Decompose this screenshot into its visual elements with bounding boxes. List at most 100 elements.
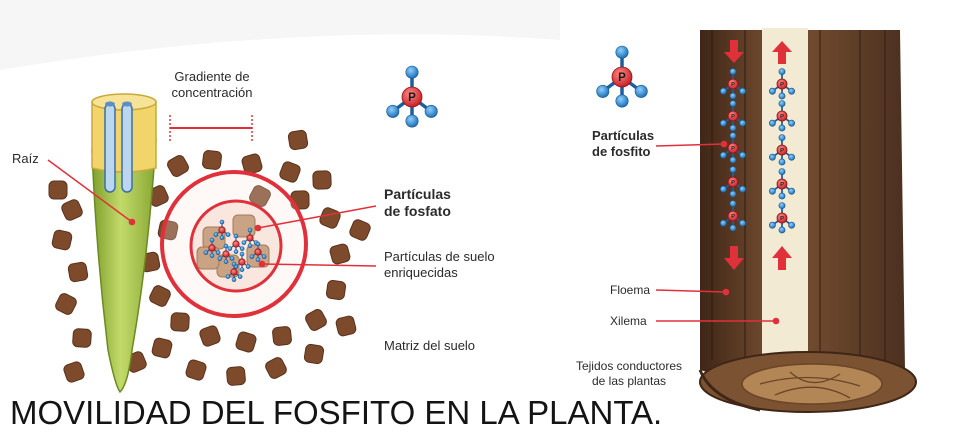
xylem-phosphite-molecule: P: [769, 134, 795, 166]
phosphite-molecules: P P P P P P P P P P P: [596, 45, 795, 234]
phosphate-molecule-small: [233, 251, 251, 272]
root-vessel-left: [104, 103, 116, 193]
soil-particle: [167, 155, 189, 177]
molecule-p-letter: P: [408, 92, 416, 104]
phosphite-label-line1: Partículas: [592, 128, 655, 143]
soil-particle: [151, 337, 173, 359]
phloem-phosphite-molecule: P: [720, 100, 746, 132]
enriched-callout-line: [258, 260, 377, 268]
soil-particle: [170, 312, 190, 332]
phosphite-molecule-large: P: [596, 45, 648, 108]
phloem-phosphite-molecule: P: [720, 132, 746, 164]
soil-particle: [287, 129, 309, 151]
phosphate-molecule-small: [203, 237, 221, 258]
soil-particle: [63, 361, 85, 383]
soil-particle: [202, 150, 222, 170]
phosphate-molecule-small: [249, 241, 267, 262]
soil-particle: [319, 207, 341, 229]
root-label: Raíz: [12, 151, 39, 166]
molecule-p-letter: P: [780, 216, 784, 222]
xylem-phosphite-molecule: P: [769, 168, 795, 200]
phloem-phosphite-molecule: P: [720, 200, 746, 232]
tissues-label: Tejidos conductores de las plantas: [574, 359, 684, 389]
soil-particle: [235, 331, 257, 353]
phosphate-molecule-small: [241, 227, 259, 248]
soil-particle: [272, 326, 292, 346]
phosphate-molecule-large: P: [386, 65, 438, 128]
soil-particle: [51, 229, 73, 251]
soil-particle: [279, 161, 301, 183]
phloem-down-arrow-top: [724, 40, 744, 63]
phosphate-molecule-small: [217, 243, 235, 264]
soil-particle: [312, 170, 332, 190]
molecule-p-letter: P: [780, 148, 784, 154]
soil-particle: [325, 279, 347, 301]
xylem-phosphite-molecule: P: [769, 68, 795, 100]
enriched-particle: [232, 214, 256, 238]
soil-particle: [349, 219, 371, 241]
enriched-label-line1: Partículas de suelo: [384, 249, 495, 264]
soil-particle: [329, 243, 351, 265]
phosphate-label-line2: de fosfato: [384, 203, 451, 219]
phosphate-label-line1: Partículas: [384, 186, 451, 202]
tissues-label-line2: de las plantas: [591, 374, 667, 388]
phloem-down-arrow-bottom: [724, 246, 744, 270]
soil-particle: [241, 153, 263, 175]
molecule-p-letter: P: [731, 214, 735, 220]
phosphate-label: Partículas de fosfato: [384, 186, 451, 220]
soil-particle: [72, 328, 92, 348]
xylem-up-arrow-bottom: [772, 246, 792, 270]
phosphite-callout-line: [655, 140, 728, 148]
gradient-label: Gradiente de concentración: [160, 69, 264, 101]
molecule-p-letter: P: [731, 82, 735, 88]
xylem-phosphite-molecule: P: [769, 100, 795, 132]
xylem-column: [762, 28, 808, 358]
phloem-label: Floema: [610, 283, 651, 297]
phloem-callout-line: [655, 288, 730, 296]
xylem-label: Xilema: [610, 314, 647, 328]
phosphite-label-line2: de fosfito: [592, 144, 651, 159]
matrix-label: Matriz del suelo: [384, 338, 476, 353]
xylem-phosphite-molecule: P: [769, 202, 795, 234]
plant-stem: [698, 28, 917, 413]
xylem-up-arrow-top: [772, 41, 792, 64]
molecule-p-letter: P: [780, 82, 784, 88]
soil-particle: [335, 315, 357, 337]
root: [91, 93, 157, 394]
soil-particle: [265, 357, 287, 379]
soil-particle: [61, 199, 83, 221]
root-callout-line: [47, 159, 136, 226]
phloem-phosphite-molecule: P: [720, 68, 746, 100]
phloem-phosphite-molecule: P: [720, 166, 746, 198]
root-vessel-right: [121, 103, 133, 193]
molecule-p-letter: P: [731, 146, 735, 152]
soil-particle: [48, 180, 68, 200]
soil-particle: [305, 309, 327, 331]
phosphite-label: Partículas de fosfito: [592, 128, 654, 160]
soil-particle: [67, 261, 89, 283]
gradient-label-line1: Gradiente de: [174, 69, 250, 84]
soil-particle: [185, 359, 207, 381]
molecule-p-letter: P: [731, 114, 735, 120]
phosphate-callout-line: [254, 205, 377, 232]
soil-particle: [226, 366, 246, 386]
molecule-p-letter: P: [618, 72, 626, 84]
phosphate-molecule-small: [213, 219, 231, 240]
soil-particle: [199, 325, 221, 347]
phosphate-molecule-small: [227, 233, 245, 254]
phosphate-molecule-small: [225, 261, 243, 282]
soil-particle: [149, 285, 171, 307]
page-title: MOVILIDAD DEL FOSFITO EN LA PLANTA.: [10, 394, 663, 431]
soil-particle: [55, 293, 77, 315]
tissues-label-line1: Tejidos conductores: [575, 359, 683, 373]
molecule-p-letter: P: [780, 182, 784, 188]
molecule-p-letter: P: [731, 180, 735, 186]
background-swoosh: [0, 0, 560, 70]
phosphate-molecules: P: [203, 65, 438, 282]
enriched-label-line2: enriquecidas: [384, 265, 458, 280]
gradient-label-line2: concentración: [171, 85, 253, 100]
enriched-label: Partículas de suelo enriquecidas: [384, 249, 495, 281]
soil-particle: [303, 343, 325, 365]
molecule-p-letter: P: [780, 114, 784, 120]
